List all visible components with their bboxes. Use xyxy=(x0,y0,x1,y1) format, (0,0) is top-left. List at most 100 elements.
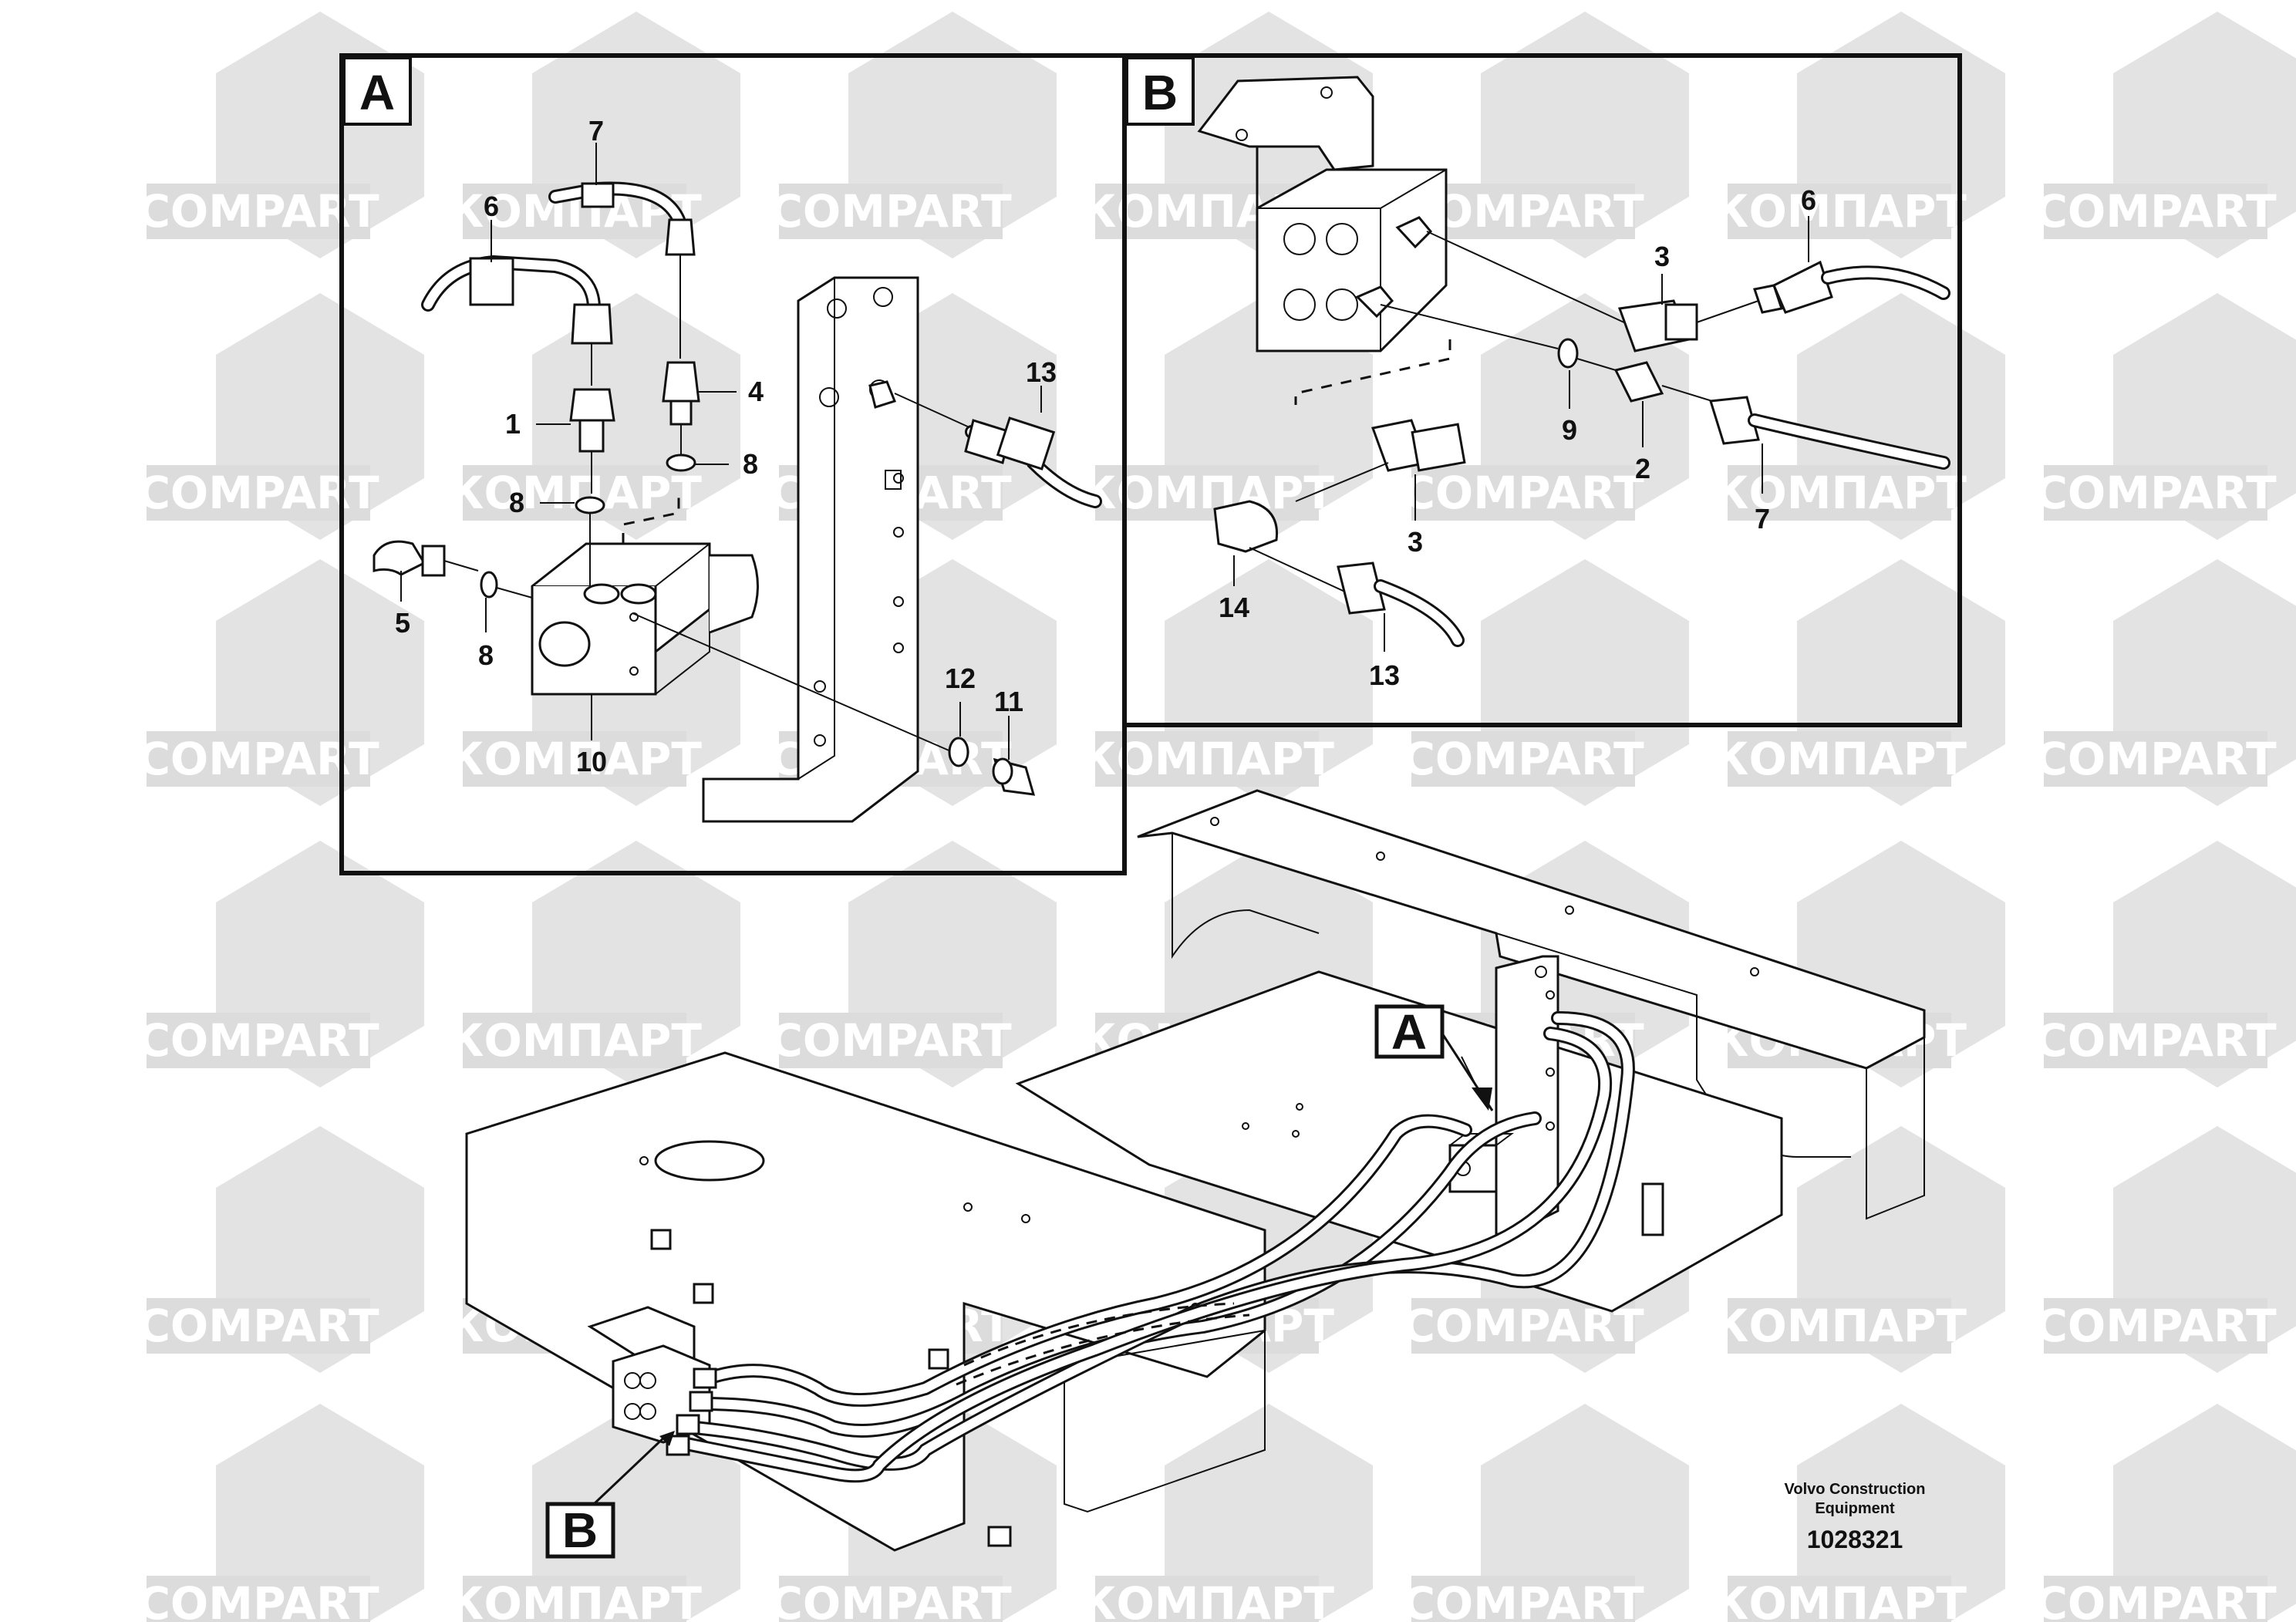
watermark-band xyxy=(779,1576,1003,1622)
detail-b-callout-3a: 3 xyxy=(1654,241,1670,272)
detail-a-callout-5: 5 xyxy=(395,607,410,639)
detail-a-callout-8b: 8 xyxy=(743,448,758,480)
watermark-text: КОМПАРТ xyxy=(1712,1577,1967,1622)
watermark-text: КОМПАРТ xyxy=(447,467,702,519)
detail-a-callout-6: 6 xyxy=(484,191,499,222)
watermark-band xyxy=(2044,731,2267,787)
overview-label-a-box xyxy=(1374,1004,1445,1059)
watermark-text: COMPART xyxy=(137,1300,379,1352)
watermark-band xyxy=(463,465,686,521)
watermark-text: COMPART xyxy=(2035,1577,2277,1622)
detail-b-callout-3b: 3 xyxy=(1408,526,1423,558)
watermark-band xyxy=(463,1013,686,1068)
detail-b-callout-9: 9 xyxy=(1562,414,1577,446)
watermark-band xyxy=(147,1298,370,1354)
watermark-band xyxy=(2044,1298,2267,1354)
watermark-text: COMPART xyxy=(2035,467,2277,519)
detail-a-label: A xyxy=(359,65,395,120)
watermark-text: COMPART xyxy=(770,185,1012,238)
watermark-text: КОМПАРТ xyxy=(1712,467,1967,519)
detail-b-panel: B xyxy=(1122,53,1962,727)
detail-a-callout-13: 13 xyxy=(1026,356,1057,388)
watermark-band xyxy=(779,1013,1003,1068)
watermark-text: КОМПАРТ xyxy=(1080,733,1334,785)
watermark-band xyxy=(1411,465,1635,521)
overview-label-b-box xyxy=(545,1502,615,1559)
watermark-band xyxy=(2044,1013,2267,1068)
watermark-band xyxy=(1728,731,1951,787)
watermark-band xyxy=(2044,1576,2267,1622)
watermark-text: КОМПАРТ xyxy=(1080,1577,1334,1622)
watermark-band xyxy=(147,184,370,239)
watermark-band xyxy=(1411,184,1635,239)
watermark-text: КОМПАРТ xyxy=(1712,733,1967,785)
detail-b-label-box xyxy=(1125,56,1195,126)
watermark-text: COMPART xyxy=(2035,1014,2277,1067)
watermark-text: КОМПАРТ xyxy=(1712,1300,1967,1352)
watermark-text: COMPART xyxy=(137,733,379,785)
detail-b-frame xyxy=(1122,53,1962,727)
watermark-band xyxy=(147,1576,370,1622)
watermark-text: COMPART xyxy=(1402,733,1644,785)
watermark-text: КОМПАРТ xyxy=(1080,467,1334,519)
watermark-band xyxy=(1411,731,1635,787)
watermark-band xyxy=(1728,184,1951,239)
watermark-hexagon xyxy=(1481,1404,1689,1622)
detail-a-callout-1: 1 xyxy=(505,408,521,440)
watermark-hexagon xyxy=(532,1404,740,1622)
watermark-band xyxy=(147,1013,370,1068)
watermark-band xyxy=(147,465,370,521)
watermark-text: COMPART xyxy=(770,1014,1012,1067)
watermark-band xyxy=(463,731,686,787)
detail-b-callout-13: 13 xyxy=(1369,659,1400,691)
watermark-hexagon xyxy=(1165,1404,1373,1622)
overview-assembly: A B xyxy=(465,789,1926,1559)
watermark-text: КОМПАРТ xyxy=(447,733,702,785)
watermark-band xyxy=(463,1576,686,1622)
detail-b-label: B xyxy=(1142,65,1178,120)
watermark-text: COMPART xyxy=(2035,185,2277,238)
overview-label-a: A xyxy=(1391,1004,1427,1060)
watermark-text: COMPART xyxy=(137,1577,379,1622)
watermark-band xyxy=(1095,731,1319,787)
detail-a-callout-8a: 8 xyxy=(509,487,524,518)
watermark-band xyxy=(1095,1576,1319,1622)
watermark-band xyxy=(1728,1576,1951,1622)
valve-block xyxy=(531,542,759,696)
detail-a-panel: A xyxy=(339,53,1127,875)
detail-a-callout-7: 7 xyxy=(588,115,604,147)
detail-a-label-box xyxy=(342,56,412,126)
detail-a-callout-4: 4 xyxy=(748,376,764,407)
watermark-text: КОМПАРТ xyxy=(447,1014,702,1067)
watermark-hexagon xyxy=(1797,1404,2005,1622)
watermark-text: COMPART xyxy=(1402,1577,1644,1622)
brand-line-1: Volvo Construction xyxy=(1785,1481,1926,1498)
watermark-text: COMPART xyxy=(2035,1300,2277,1352)
detail-b-callout-14: 14 xyxy=(1219,592,1249,623)
watermark-text: COMPART xyxy=(137,467,379,519)
watermark-text: КОМПАРТ xyxy=(447,1577,702,1622)
watermark-text: COMPART xyxy=(137,1014,379,1067)
detail-a-callout-12: 12 xyxy=(945,663,976,694)
watermark-text: COMPART xyxy=(770,1577,1012,1622)
brand-line-2: Equipment xyxy=(1815,1500,1895,1517)
drawing-number: 1028321 xyxy=(1807,1526,1903,1553)
watermark-band xyxy=(1095,465,1319,521)
detail-a-callout-10: 10 xyxy=(576,746,607,777)
watermark-band xyxy=(779,184,1003,239)
watermark-text: COMPART xyxy=(2035,733,2277,785)
watermark-band xyxy=(1728,465,1951,521)
detail-b-callout-7: 7 xyxy=(1755,503,1770,534)
watermark-hexagon xyxy=(2113,1404,2296,1622)
watermark-band xyxy=(2044,184,2267,239)
watermark-text: COMPART xyxy=(1402,467,1644,519)
watermark-text: COMPART xyxy=(137,185,379,238)
watermark-text: КОМПАРТ xyxy=(1712,185,1967,238)
watermark-band xyxy=(2044,465,2267,521)
detail-a-callout-11: 11 xyxy=(994,686,1023,717)
watermark-band xyxy=(1728,1298,1951,1354)
detail-b-callout-2: 2 xyxy=(1635,453,1650,484)
mounting-bracket xyxy=(702,276,919,823)
watermark-band xyxy=(1411,1576,1635,1622)
overview-label-b: B xyxy=(562,1502,598,1558)
